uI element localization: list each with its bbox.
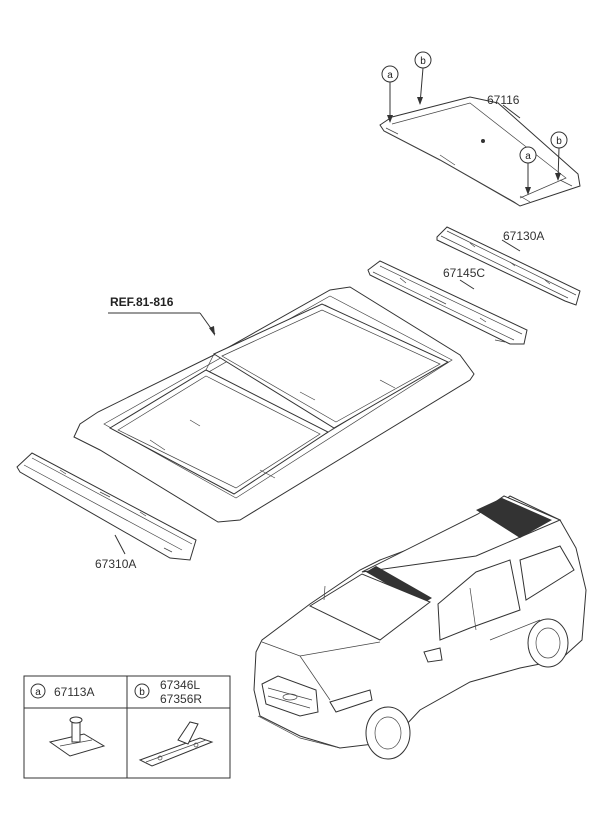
legend-b-part-right: 67356R	[160, 692, 202, 706]
clip-67113A-drawing	[48, 716, 106, 757]
bracket-67346L-67356R-drawing	[138, 721, 214, 767]
label-ref-81-816: REF.81-816	[110, 295, 174, 309]
vehicle-illustration	[253, 495, 587, 760]
front-rail[interactable]	[16, 452, 197, 561]
center-rail[interactable]	[367, 260, 528, 345]
rear-rail[interactable]	[436, 226, 581, 306]
callout-a-right: a	[525, 151, 531, 162]
roof-panel[interactable]	[379, 96, 581, 207]
label-67116: 67116	[487, 93, 520, 107]
label-67310A: 67310A	[95, 557, 136, 571]
callout-b-left: b	[420, 56, 426, 67]
label-67145C: 67145C	[443, 266, 485, 280]
callout-b-right: b	[556, 136, 562, 147]
callout-a-left: a	[387, 70, 393, 81]
legend-a-part: 67113A	[54, 685, 94, 699]
legend-table: a 67113A b 67346L 67356R	[23, 675, 231, 779]
roof-frame[interactable]	[73, 286, 475, 523]
legend-a-letter: a	[35, 687, 41, 698]
legend-b-part-left: 67346L	[160, 678, 200, 692]
label-67130A: 67130A	[503, 229, 544, 243]
legend-b-letter: b	[139, 687, 145, 698]
